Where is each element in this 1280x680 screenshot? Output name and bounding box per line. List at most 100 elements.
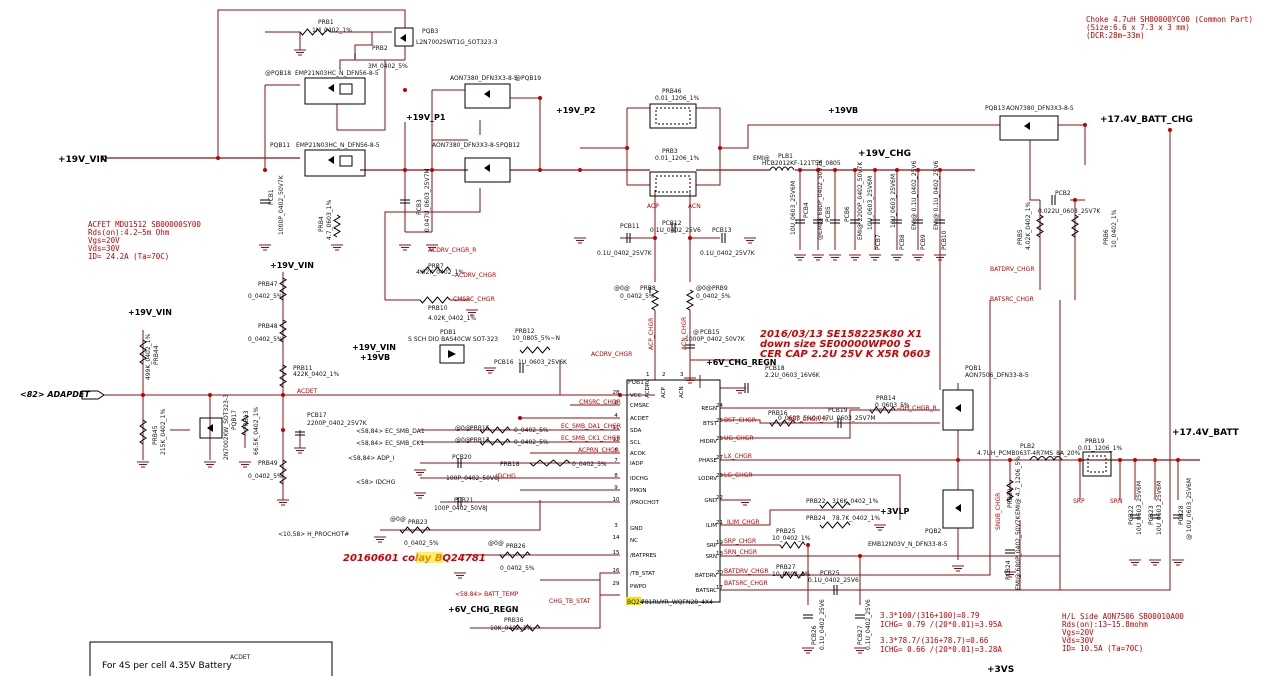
net-19v-chg: +19V_CHG [858, 149, 911, 159]
resistor-symbol [530, 460, 570, 466]
ref-prb2: PRB2 [372, 45, 388, 52]
val-pcb23: 10U_0603_25V6M [1156, 481, 1163, 535]
junction-dot [1168, 128, 1172, 132]
junction-dot [1153, 458, 1157, 462]
net-19v-p1: +19V_P1 [406, 113, 446, 122]
val-prb26: 0_0402_5% [500, 565, 535, 572]
ground-icon [204, 462, 216, 467]
ic-pin-num-right: 20 [716, 570, 723, 576]
ground-icon [239, 462, 251, 467]
junction-dot [538, 168, 542, 172]
ref-pqb12: PQB12 [500, 142, 520, 149]
val-plb1: HCB2012KF-121T50_0805 [762, 160, 841, 167]
ref-pcb11: PCB11 [620, 223, 640, 230]
ic-pin-name: SCL [630, 440, 641, 446]
val-pcb24: EMI@ 680P_0402_50V7K [1015, 514, 1022, 590]
ref-prb45: PRB45 [152, 425, 159, 445]
ground-icon [414, 470, 426, 475]
calc-note-2: ICHG= 0.79 /(20*0.01)=3.95A [880, 620, 1002, 629]
val-prb25: 10_0402_1% [772, 535, 811, 542]
port-idchg: <58> IDCHG [356, 479, 396, 486]
ground-icon [812, 255, 824, 260]
ground-icon [874, 525, 886, 530]
sig-batt-temp: <58.84> BATT_TEMP [455, 591, 519, 598]
ref-pcb19: PCB19 [828, 407, 848, 414]
junction-dot [858, 554, 862, 558]
ref-prb19: PRB19 [1085, 438, 1105, 445]
pre-prb26: @0@ [488, 540, 504, 547]
junction-dot [518, 416, 522, 420]
ic-pin-name: BATSRC [696, 588, 718, 594]
ic-pin-name: CMSRC [630, 403, 650, 409]
ic-pin-name: PMON [630, 488, 647, 494]
val-pcb21: 100P_0402_50V8J [434, 505, 488, 512]
junction-dot [653, 236, 657, 240]
sig-cmsrc-chgr-2: CMSRC_CHGR [579, 399, 621, 406]
resistor-symbol [140, 420, 146, 444]
resistor-symbol [780, 542, 805, 548]
val-prb19: 0.01_1206_1% [1078, 445, 1122, 452]
junction-dot [208, 393, 212, 397]
resistor-symbol [520, 347, 550, 353]
net-batt-chg: +17.4V_BATT_CHG [1100, 115, 1193, 125]
ic-pin-tbstat: 16/TB_STAT [613, 568, 656, 577]
val-prb22: 316K_0402_1% [832, 498, 878, 505]
val-pqb11: EMP21N03HC_N_DFN56-8-5 [296, 142, 380, 149]
ground-icon [574, 238, 586, 243]
val-prb4: 4.7_0603_1% [326, 199, 333, 240]
ref-prb23: PRB23 [408, 519, 428, 526]
val-prb5: 4.02K_0402_1% [1025, 202, 1032, 250]
net-3vlp: +3VLP [880, 507, 910, 516]
net-19v-vin-2: +19V_VIN [270, 261, 314, 270]
ic-pin-name: SDA [630, 428, 642, 434]
sig-ug-chgr: UG_CHGR [724, 435, 754, 442]
junction-dot [216, 156, 220, 160]
ref-prb9: PRB9 [712, 285, 728, 292]
ground-icon [259, 245, 271, 250]
val-pcb15: 1000P_0402_50V7K [685, 336, 746, 343]
ref-pqb17: PQB17 [231, 410, 238, 430]
ic-pin-num: 9 [614, 485, 618, 491]
junction-dot [798, 168, 802, 172]
ic-pin-num: 2 [662, 372, 666, 378]
component-labels: PRB1 1M_0402_1% PRB2 3M_0402_5% PQB3 L2N… [145, 19, 1193, 650]
sig-srn: SRN [1110, 498, 1122, 505]
ref-pqb2: PQB2 [925, 528, 941, 535]
val-pcb8: 10U_0603_25V6M [890, 174, 897, 228]
ground-icon [484, 368, 496, 373]
ref-prb12: PRB12 [515, 328, 535, 335]
ref-pcb15: PCB15 [700, 329, 720, 336]
val-pdb1: S SCH DIO BAS40CW SOT-323 [408, 336, 498, 343]
val-prb17: 0_0402_5% [514, 439, 549, 446]
val-prb18: 0_0402_5% [572, 461, 607, 468]
ref-prb48: PRB48 [258, 323, 278, 330]
ic-pin-num: 3 [680, 372, 684, 378]
val-pqb17: 2N7002KW_SOT323-3 [223, 394, 230, 460]
ic-pin-num-right: 24 [716, 403, 723, 409]
sig-chg-tb-stat: CHG_TB_STAT [549, 598, 591, 605]
junction-dot [1176, 458, 1180, 462]
ic-pin-name: ACDRV [645, 379, 651, 398]
junction-dot [403, 88, 407, 92]
sig-bst-chgr: BST_CHGR [724, 417, 756, 424]
sig-batdrv-chgr-r: BATDRV_CHGR [990, 266, 1035, 273]
sig-acn: ACN [688, 203, 701, 210]
junction-dot [141, 393, 145, 397]
val-pcb27: 0.1U_0402_25V6 [865, 599, 872, 650]
ref-prb3: PRB3 [662, 148, 678, 155]
ic-pin-name: /PROCHOT [630, 500, 660, 506]
ground-icon [331, 245, 343, 250]
junction-dot [281, 428, 285, 432]
val-prb13: 66.5K_0402_1% [253, 407, 260, 455]
ref-pcb26: PCB26 [811, 625, 818, 645]
junction-dot [833, 168, 837, 172]
ic-pin-num-right: 23 [716, 473, 723, 479]
ic-pin-name: IDCHG [630, 476, 648, 482]
ref-pcb1: PCB1 [268, 189, 275, 205]
